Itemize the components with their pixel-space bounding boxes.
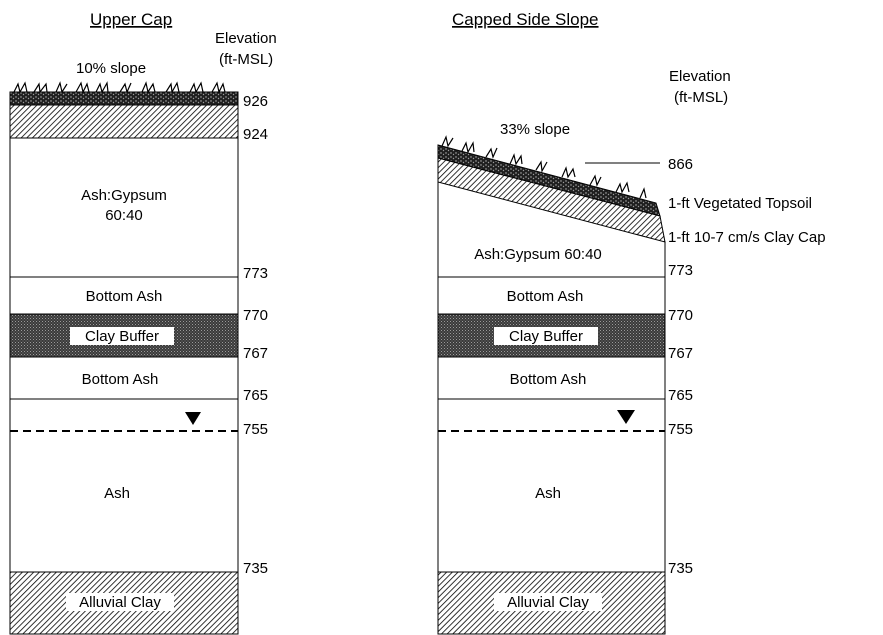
side-slope-grass-icon bbox=[441, 135, 647, 199]
side-slope-ash-label: Ash bbox=[535, 485, 561, 502]
side-slope-elevation-755: 755 bbox=[668, 421, 693, 438]
side-slope-slope-label: 33% slope bbox=[500, 121, 570, 138]
side-slope-water-table-icon bbox=[617, 410, 635, 424]
upper-cap-ash-gypsum-layer bbox=[9, 137, 239, 278]
upper-cap-column: Upper Cap 10% slope Elevation (ft-MSL) A… bbox=[9, 10, 277, 635]
upper-cap-slope-label: 10% slope bbox=[76, 60, 146, 77]
side-slope-elevation-765: 765 bbox=[668, 387, 693, 404]
upper-cap-elevation-767: 767 bbox=[243, 345, 268, 362]
side-slope-elevation-773: 773 bbox=[668, 262, 693, 279]
capped-side-slope-column: Capped Side Slope Elevation (ft-MSL) 33%… bbox=[437, 10, 826, 635]
side-slope-ash-layer bbox=[437, 398, 666, 573]
side-slope-topsoil-annotation: 1-ft Vegetated Topsoil bbox=[668, 195, 812, 212]
side-slope-title: Capped Side Slope bbox=[452, 10, 599, 29]
side-slope-bottom-ash-upper-label: Bottom Ash bbox=[507, 288, 584, 305]
upper-cap-bottom-ash-upper-layer bbox=[9, 276, 239, 315]
side-slope-bottom-ash-lower-layer bbox=[437, 356, 666, 400]
side-slope-elevation-866: 866 bbox=[668, 156, 693, 173]
upper-cap-topsoil-layer bbox=[9, 91, 239, 106]
side-slope-clay-buffer-label-box bbox=[494, 327, 598, 345]
side-slope-ash-gypsum-label: Ash:Gypsum 60:40 bbox=[474, 246, 602, 263]
upper-cap-clay-buffer-label: Clay Buffer bbox=[85, 328, 159, 345]
upper-cap-elevation-924: 924 bbox=[243, 126, 268, 143]
side-slope-elevation-header: Elevation bbox=[669, 68, 731, 85]
upper-cap-ash-label: Ash bbox=[104, 485, 130, 502]
side-slope-elevation-735: 735 bbox=[668, 560, 693, 577]
side-slope-bottom-ash-lower-label: Bottom Ash bbox=[510, 371, 587, 388]
upper-cap-bottom-ash-lower-label: Bottom Ash bbox=[82, 371, 159, 388]
upper-cap-ash-gypsum-ratio: 60:40 bbox=[105, 207, 143, 224]
upper-cap-elevation-735: 735 bbox=[243, 560, 268, 577]
upper-cap-elevation-header: Elevation bbox=[215, 30, 277, 47]
upper-cap-elevation-765: 765 bbox=[243, 387, 268, 404]
upper-cap-elevation-926: 926 bbox=[243, 93, 268, 110]
side-slope-elevation-767: 767 bbox=[668, 345, 693, 362]
upper-cap-grass-icon bbox=[13, 81, 226, 94]
upper-cap-elevation-755: 755 bbox=[243, 421, 268, 438]
upper-cap-clay-cap-layer bbox=[9, 104, 239, 139]
side-slope-alluvial-clay-label: Alluvial Clay bbox=[507, 594, 589, 611]
upper-cap-clay-buffer-label-box bbox=[70, 327, 174, 345]
upper-cap-alluvial-clay-label: Alluvial Clay bbox=[79, 594, 161, 611]
side-slope-elevation-units: (ft-MSL) bbox=[674, 89, 728, 106]
upper-cap-alluvial-clay-label-box bbox=[66, 593, 174, 611]
upper-cap-elevation-770: 770 bbox=[243, 307, 268, 324]
upper-cap-elevation-units: (ft-MSL) bbox=[219, 51, 273, 68]
upper-cap-ash-gypsum-label: Ash:Gypsum bbox=[81, 187, 167, 204]
side-slope-clay-cap-annotation: 1-ft 10-7 cm/s Clay Cap bbox=[668, 229, 826, 246]
upper-cap-title: Upper Cap bbox=[90, 10, 172, 29]
upper-cap-bottom-ash-upper-label: Bottom Ash bbox=[86, 288, 163, 305]
upper-cap-elevation-773: 773 bbox=[243, 265, 268, 282]
upper-cap-ash-layer bbox=[9, 398, 239, 573]
side-slope-alluvial-clay-label-box bbox=[494, 593, 602, 611]
upper-cap-bottom-ash-lower-layer bbox=[9, 356, 239, 400]
side-slope-clay-buffer-label: Clay Buffer bbox=[509, 328, 583, 345]
upper-cap-water-table-icon bbox=[185, 412, 201, 425]
side-slope-elevation-770: 770 bbox=[668, 307, 693, 324]
